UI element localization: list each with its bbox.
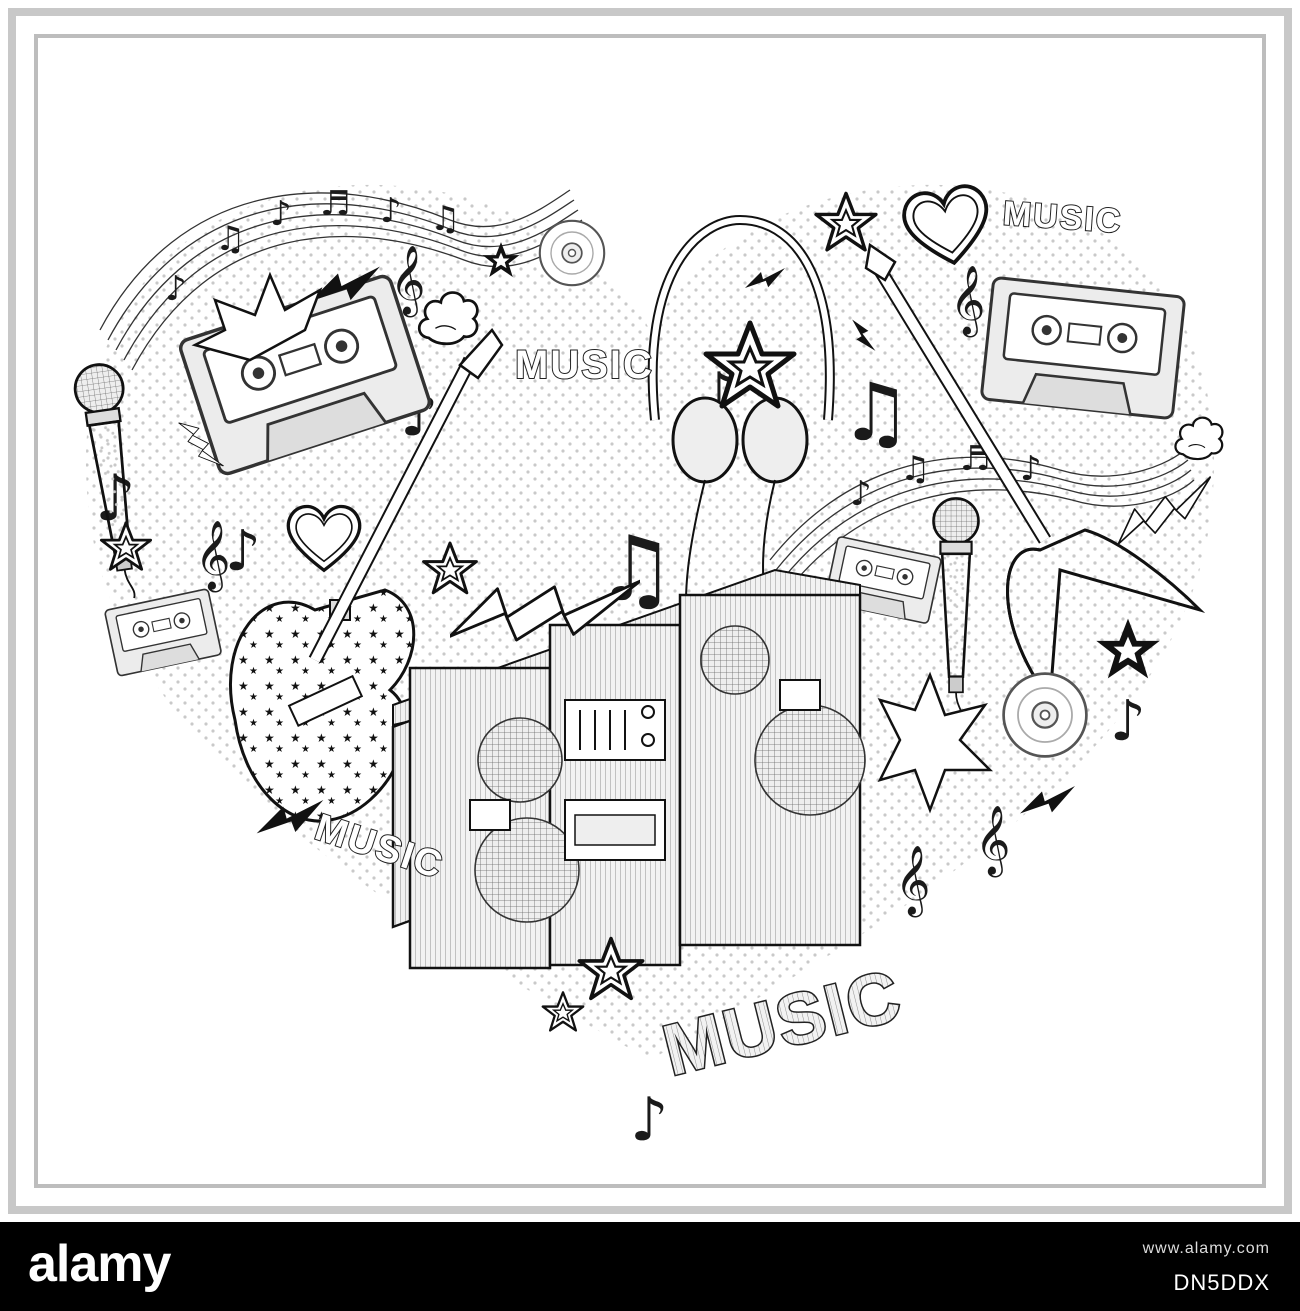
svg-text:♪: ♪ <box>850 474 872 514</box>
svg-text:♫: ♫ <box>215 219 245 259</box>
svg-text:♪: ♪ <box>270 194 292 234</box>
inner-frame <box>34 34 1266 1188</box>
burst-shape <box>191 271 323 362</box>
outer-frame <box>8 8 1292 1214</box>
burst-shape <box>877 671 994 814</box>
music-word-top-center: MUSIC <box>515 343 654 387</box>
svg-text:♪: ♪ <box>1110 689 1146 754</box>
cd-icon <box>1002 672 1088 758</box>
svg-text:♪: ♪ <box>165 269 187 309</box>
svg-text:♪: ♪ <box>1020 449 1042 489</box>
footer-url: www.alamy.com <box>1142 1240 1270 1257</box>
svg-text:♪: ♪ <box>630 1085 668 1155</box>
music-word-top-right: MUSIC <box>1002 194 1124 240</box>
stock-image-id: DN5DDX <box>1173 1270 1270 1295</box>
cassette-icon <box>979 275 1187 421</box>
svg-text:♫: ♫ <box>430 199 460 239</box>
svg-text:♪: ♪ <box>380 191 402 231</box>
svg-text:𝄞: 𝄞 <box>195 520 230 592</box>
stock-footer-bar: alamy www.alamy.com DN5DDX <box>0 1222 1300 1311</box>
cd-icon <box>538 219 606 287</box>
headphones-icon <box>647 214 835 641</box>
music-heart-illustration: ★ ★ <box>8 8 1292 1214</box>
svg-text:♪: ♪ <box>225 519 261 584</box>
svg-text:♬: ♬ <box>320 184 350 224</box>
illustration-artboard: ★ ★ <box>8 8 1292 1214</box>
music-staff-icon <box>99 189 1195 591</box>
svg-text:♫: ♫ <box>900 449 930 489</box>
alamy-logo: alamy <box>28 1235 171 1293</box>
svg-text:𝄞: 𝄞 <box>950 265 985 337</box>
svg-text:𝄞: 𝄞 <box>975 805 1010 877</box>
boombox-icon <box>391 568 866 970</box>
svg-text:𝄞: 𝄞 <box>895 845 930 917</box>
svg-text:♫: ♫ <box>840 366 912 459</box>
electric-guitar-icon <box>229 327 504 823</box>
